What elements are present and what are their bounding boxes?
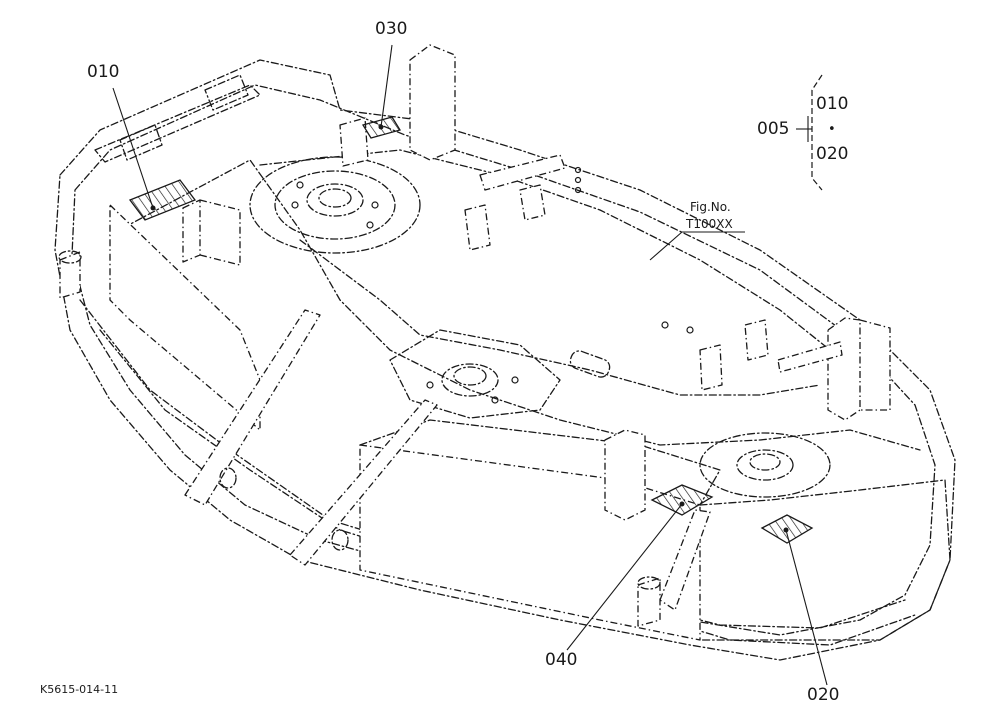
deck-inner-rim <box>71 84 936 636</box>
top-plate-ridge <box>109 159 921 451</box>
tab-3 <box>464 204 491 251</box>
figure-ref-line1: Fig.No. <box>690 200 731 214</box>
pivot-tube-left-top <box>58 250 82 264</box>
right-side-box <box>699 479 951 641</box>
tab-6 <box>777 341 843 373</box>
center-spindle-hub <box>441 363 499 397</box>
tab-2 <box>519 184 546 221</box>
callout-010: 010 <box>87 62 120 82</box>
rear-rail-hinge <box>119 74 249 161</box>
assembly-range-end: 020 <box>816 144 849 164</box>
center-spindle-plate <box>389 329 561 419</box>
center-spindle-bore <box>453 366 487 386</box>
front-right-arm <box>659 509 711 611</box>
assembly-code: 005 <box>757 119 790 139</box>
pivot-tube-front-top <box>637 576 661 590</box>
leader-lines <box>112 44 828 686</box>
front-left-arm-hole <box>219 467 237 489</box>
callout-030: 030 <box>375 19 408 39</box>
top-plate-ridge-2 <box>259 149 831 351</box>
right-spindle-bore <box>749 453 781 471</box>
front-center-arm <box>289 399 438 566</box>
center-channel <box>299 239 821 396</box>
figure-ref-line2: T100XX <box>686 217 733 231</box>
right-spindle-housing <box>699 432 831 498</box>
assembly-range-start: 010 <box>816 94 849 114</box>
deck-front-edge <box>79 299 906 629</box>
decal-040 <box>650 484 714 516</box>
bracket-rear-left <box>182 199 241 266</box>
callout-040: 040 <box>545 650 578 670</box>
tab-1 <box>479 154 566 191</box>
center-slot <box>569 350 611 378</box>
tab-7 <box>339 117 369 167</box>
left-side-box <box>109 204 261 431</box>
decal-010 <box>128 179 197 221</box>
bracket-right-rear <box>827 317 891 421</box>
left-spindle-housing <box>249 156 421 254</box>
callout-020: 020 <box>807 685 840 705</box>
assembly-range-separator: • <box>828 122 836 137</box>
tab-5 <box>744 319 769 361</box>
assembly-bracket <box>796 74 823 191</box>
left-spindle-bore <box>318 188 352 208</box>
right-spindle-hub <box>736 449 794 481</box>
figure-ref-leader <box>649 231 745 261</box>
drawing-id: K5615-014-11 <box>40 683 119 696</box>
tab-4 <box>699 344 723 391</box>
rear-rail <box>94 84 261 163</box>
bracket-rear-center <box>409 44 456 161</box>
pivot-tube-front <box>637 577 661 627</box>
bolt-holes <box>291 166 694 404</box>
pivot-tube-left <box>59 251 81 299</box>
left-spindle-hub <box>306 183 364 217</box>
left-spindle-plate <box>274 170 396 240</box>
bracket-front-center <box>604 429 646 521</box>
front-center-arm-hole <box>331 529 349 551</box>
front-left-arm <box>184 309 321 506</box>
